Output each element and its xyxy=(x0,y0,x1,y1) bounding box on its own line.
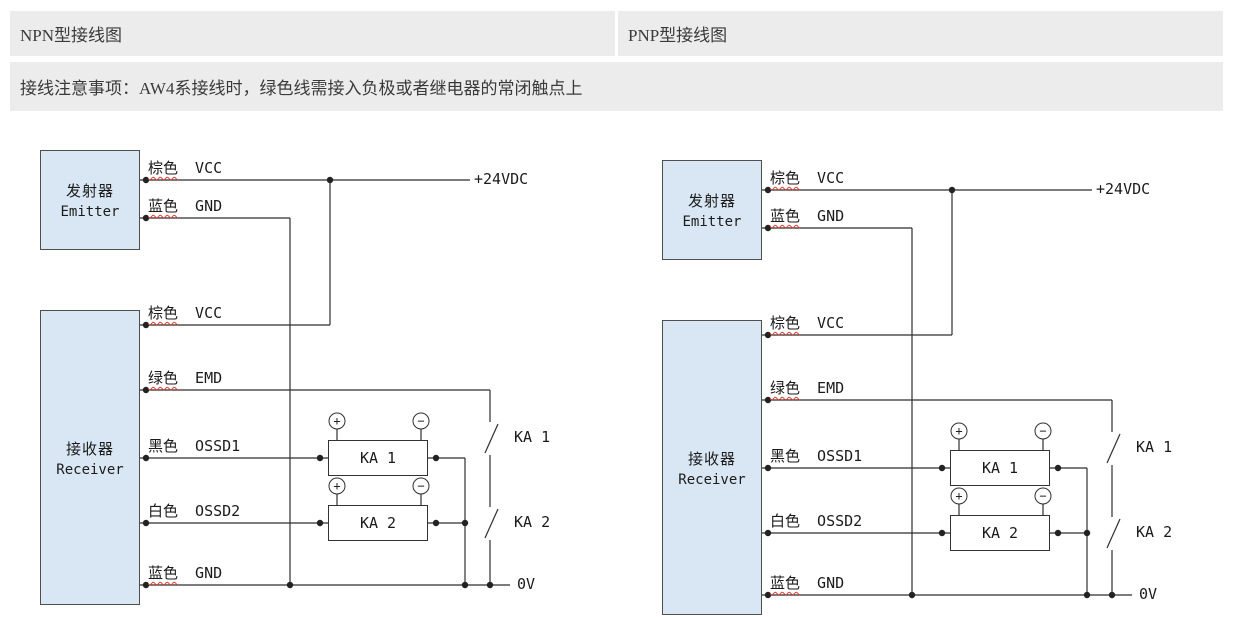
wire-label-receiver-vcc: 棕色 VCC xyxy=(770,312,844,333)
power-label-24vdc: +24VDC xyxy=(474,170,529,188)
wire-label-emitter-gnd: 蓝色 GND xyxy=(770,205,844,226)
emitter-box: 发射器 Emitter xyxy=(662,160,762,260)
wire-color-text: 黑色 xyxy=(148,437,179,455)
wire-color-text: 蓝色 xyxy=(148,564,179,582)
wire-label-receiver-gnd: 蓝色 GND xyxy=(148,562,222,583)
emitter-label-cn: 发射器 xyxy=(65,184,114,200)
wire-color-text: 白色 xyxy=(148,502,179,520)
wire-signal-text: GND xyxy=(817,574,845,592)
ka2-minus-terminal-icon: − xyxy=(417,479,424,493)
relay-ka1-box: KA 1 xyxy=(950,450,1050,486)
wire-color-text: 蓝色 xyxy=(148,197,179,215)
wiring-svg: + − + − xyxy=(140,176,510,589)
relay-coil-terminals: + − + − xyxy=(950,422,1052,505)
wire-color-text: 棕色 xyxy=(770,169,801,187)
wire-signal-text: VCC xyxy=(817,169,845,187)
relay-ka2-box: KA 2 xyxy=(328,505,428,541)
wire-signal-text: VCC xyxy=(195,304,223,322)
receiver-label-cn: 接收器 xyxy=(687,451,736,468)
wire-color-text: 黑色 xyxy=(770,447,801,465)
contact-label-ka2: KA 2 xyxy=(1136,523,1173,541)
ka1-plus-terminal-icon: + xyxy=(955,424,962,438)
diagram-type-header: NPN型接线图 PNP型接线图 xyxy=(10,11,1223,56)
power-label-0v: 0V xyxy=(517,575,536,593)
wire-signal-text: OSSD2 xyxy=(195,502,241,520)
contact-label-ka1: KA 1 xyxy=(514,428,551,446)
wire-label-receiver-ossd1: 黑色 OSSD1 xyxy=(770,445,862,466)
ka1-minus-terminal-icon: − xyxy=(417,414,424,428)
receiver-label-cn: 接收器 xyxy=(65,441,114,458)
wiring-diagram-npn: + − + − 发射器 Emitter 接收器 Receiver 棕色 VCC … xyxy=(30,140,610,615)
wire-label-emitter-gnd: 蓝色 GND xyxy=(148,195,222,216)
wire-color-text: 蓝色 xyxy=(770,207,801,225)
junction-dots xyxy=(142,176,494,589)
wire-color-text: 白色 xyxy=(770,512,801,530)
wire-signal-text: OSSD2 xyxy=(817,512,863,530)
receiver-box: 接收器 Receiver xyxy=(40,310,140,605)
wire-signal-text: EMD xyxy=(817,379,845,397)
emitter-label-en: Emitter xyxy=(682,214,742,230)
relay-ka1-label: KA 1 xyxy=(359,449,397,467)
emitter-box: 发射器 Emitter xyxy=(40,150,140,250)
relay-ka2-label: KA 2 xyxy=(981,524,1019,542)
relay-coil-terminals: + − + − xyxy=(328,412,430,495)
tab-pnp: PNP型接线图 xyxy=(618,11,1223,56)
ka2-minus-terminal-icon: − xyxy=(1039,489,1046,503)
wiring-diagram-pnp: + − + − 发射器 Emitter 接收器 Receiver 棕色 VCC … xyxy=(652,150,1232,617)
emitter-label-en: Emitter xyxy=(60,204,120,220)
tab-npn: NPN型接线图 xyxy=(10,11,615,56)
power-label-0v: 0V xyxy=(1139,585,1158,603)
wire-label-receiver-gnd: 蓝色 GND xyxy=(770,572,844,593)
wire-label-emitter-vcc: 棕色 VCC xyxy=(148,157,222,178)
wire-color-text: 棕色 xyxy=(148,159,179,177)
receiver-box: 接收器 Receiver xyxy=(662,320,762,615)
wire-color-text: 棕色 xyxy=(770,314,801,332)
emitter-label-cn: 发射器 xyxy=(687,194,736,210)
wire-label-receiver-ossd1: 黑色 OSSD1 xyxy=(148,435,240,456)
ka2-plus-terminal-icon: + xyxy=(955,489,962,503)
note-bar: 接线注意事项：AW4系接线时，绿色线需接入负极或者继电器的常闭触点上 xyxy=(10,62,1223,111)
power-label-24vdc: +24VDC xyxy=(1096,180,1151,198)
ka1-minus-terminal-icon: − xyxy=(1039,424,1046,438)
wire-label-receiver-emd: 绿色 EMD xyxy=(148,367,222,388)
relay-ka2-box: KA 2 xyxy=(950,515,1050,551)
wire-color-text: 棕色 xyxy=(148,304,179,322)
wire-label-receiver-ossd2: 白色 OSSD2 xyxy=(148,500,240,521)
wire-signal-text: VCC xyxy=(817,314,845,332)
receiver-label-en: Receiver xyxy=(678,471,746,488)
receiver-label-en: Receiver xyxy=(56,461,124,478)
wiring-svg: + − + − xyxy=(762,186,1132,599)
wire-signal-text: GND xyxy=(195,197,223,215)
wire-color-text: 绿色 xyxy=(148,369,179,387)
wire-label-receiver-vcc: 棕色 VCC xyxy=(148,302,222,323)
wire-signal-text: VCC xyxy=(195,159,223,177)
contact-label-ka1: KA 1 xyxy=(1136,438,1173,456)
ka2-plus-terminal-icon: + xyxy=(333,479,340,493)
relay-ka1-label: KA 1 xyxy=(981,459,1019,477)
ka1-plus-terminal-icon: + xyxy=(333,414,340,428)
wire-signal-text: GND xyxy=(817,207,845,225)
tab-npn-label: NPN型接线图 xyxy=(20,26,123,45)
wire-signal-text: GND xyxy=(195,564,223,582)
wiring-note-text: 接线注意事项：AW4系接线时，绿色线需接入负极或者继电器的常闭触点上 xyxy=(20,79,583,98)
wire-color-text: 绿色 xyxy=(770,379,801,397)
wire-signal-text: OSSD1 xyxy=(817,447,863,465)
wire-color-text: 蓝色 xyxy=(770,574,801,592)
relay-ka2-label: KA 2 xyxy=(359,514,397,532)
tab-pnp-label: PNP型接线图 xyxy=(628,26,728,45)
wire-signal-text: OSSD1 xyxy=(195,437,241,455)
wire-label-emitter-vcc: 棕色 VCC xyxy=(770,167,844,188)
wire-label-receiver-emd: 绿色 EMD xyxy=(770,377,844,398)
contact-label-ka2: KA 2 xyxy=(514,513,551,531)
wire-signal-text: EMD xyxy=(195,369,223,387)
wire-label-receiver-ossd2: 白色 OSSD2 xyxy=(770,510,862,531)
junction-dots xyxy=(764,186,1116,599)
relay-ka1-box: KA 1 xyxy=(328,440,428,476)
